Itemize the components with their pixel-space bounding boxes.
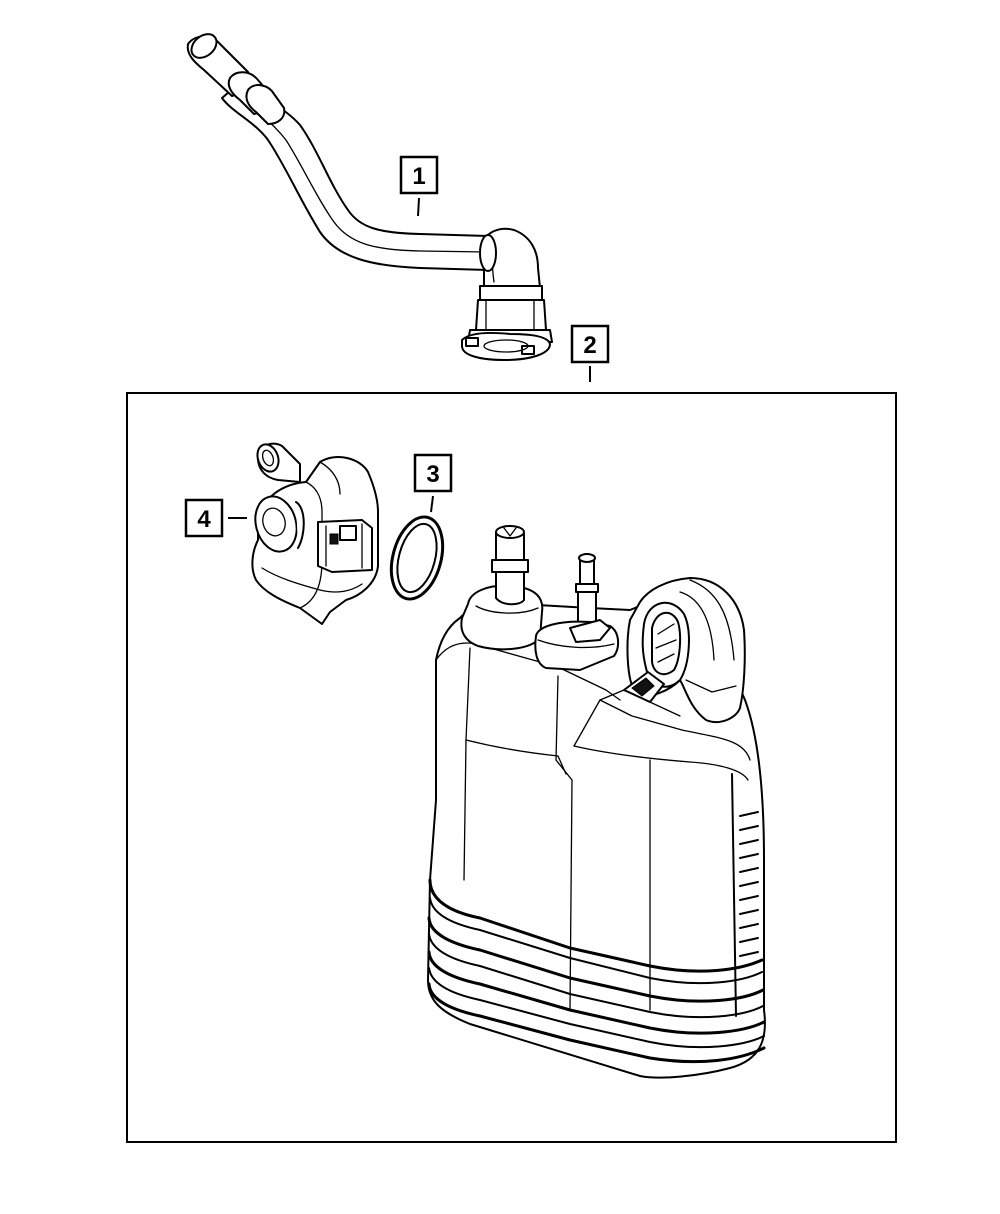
purge-valve-part: [251, 442, 379, 625]
leader-line-1: [417, 197, 420, 217]
assembly-frame: [126, 392, 897, 1143]
callout-label-1: 1: [412, 163, 425, 190]
leader-line-3: [430, 495, 434, 513]
vapor-hose-part: [186, 33, 553, 361]
callout-4: 4: [184, 498, 224, 538]
callout-label-3: 3: [426, 461, 439, 488]
callout-2: 2: [570, 324, 610, 364]
canister-ribs-bottom: [427, 878, 766, 1064]
callout-label-2: 2: [583, 332, 596, 359]
o-ring-part: [389, 515, 445, 601]
callout-1: 1: [399, 155, 439, 195]
evap-canister-part: [427, 525, 766, 1079]
callout-3: 3: [413, 453, 453, 493]
canister-ribs-side: [739, 811, 759, 957]
callout-label-4: 4: [197, 506, 211, 533]
